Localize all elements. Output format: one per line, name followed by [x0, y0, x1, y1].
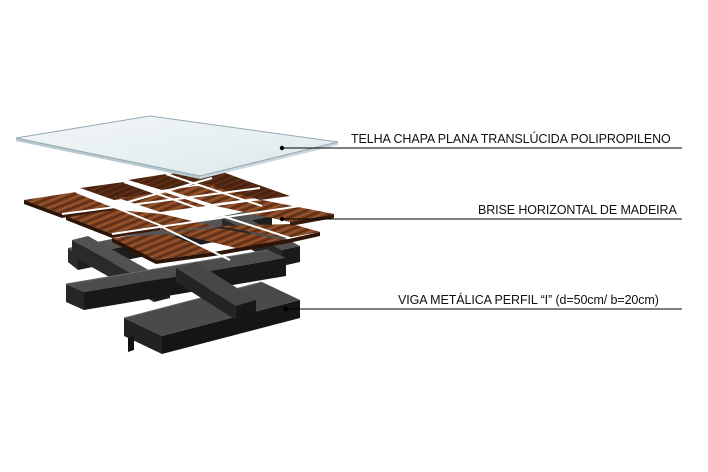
callout-beam: VIGA METÁLICA PERFIL “I” (d=50cm/ b=20cm… [283, 292, 682, 312]
wood-panel [112, 234, 214, 260]
steel-beam-cross [176, 262, 256, 320]
callout-brise: BRISE HORIZONTAL DE MADEIRA [279, 203, 682, 222]
wood-panel [118, 210, 214, 232]
label-wood-brise: BRISE HORIZONTAL DE MADEIRA [478, 203, 677, 217]
translucent-roof-sheet [15, 115, 339, 179]
label-roof-sheet: TELHA CHAPA PLANA TRANSLÚCIDA POLIPROPIL… [351, 131, 671, 146]
wood-panel [24, 192, 114, 214]
label-steel-beam: VIGA METÁLICA PERFIL “I” (d=50cm/ b=20cm… [398, 292, 659, 307]
wood-panel [212, 182, 290, 200]
steel-beam-end-cap [128, 336, 134, 352]
callout-roof: TELHA CHAPA PLANA TRANSLÚCIDA POLIPROPIL… [279, 131, 682, 151]
wood-panel [66, 208, 160, 234]
wood-panel [216, 200, 334, 222]
steel-beam-foremost [123, 281, 300, 354]
wood-panel [170, 228, 284, 248]
wood-brise-grid [24, 168, 334, 264]
wood-panel-gaps [61, 173, 301, 261]
wood-panel [118, 192, 206, 212]
